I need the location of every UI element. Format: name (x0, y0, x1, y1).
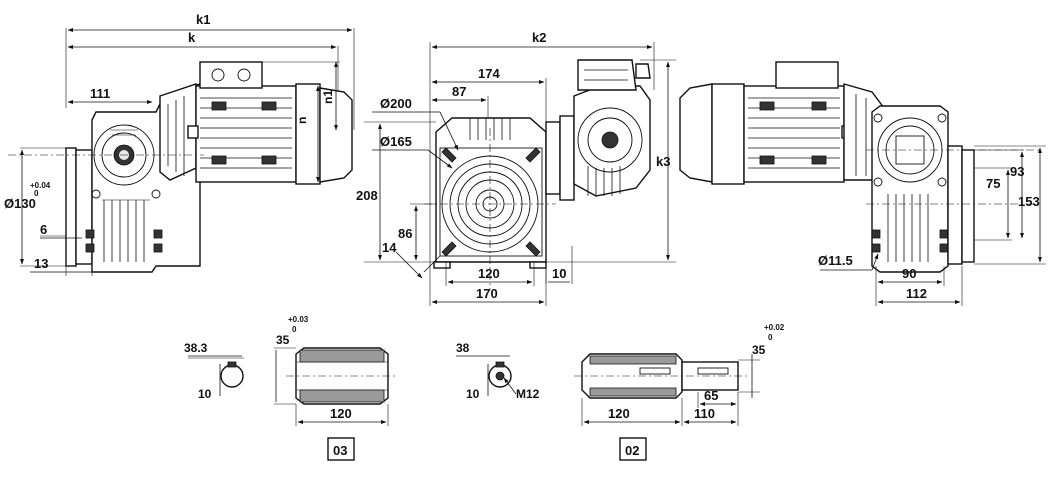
dim-86-label: 86 (398, 226, 412, 241)
dim-m12-label: M12 (516, 387, 540, 401)
input-flange-front (545, 121, 561, 195)
dim-k-label: k (188, 30, 196, 45)
dim-k3-label: k3 (656, 154, 670, 169)
dim-120-shaft03-label: 120 (330, 406, 352, 421)
dim-120-shaft02-label: 120 (608, 406, 630, 421)
front-view: k2 174 87 (356, 30, 676, 306)
dim-dia130-label: Ø130 (4, 196, 36, 211)
dim-111-label: 111 (90, 86, 110, 101)
terminal-box-left (199, 61, 263, 89)
dim-153-label: 153 (1018, 194, 1040, 209)
dim-93-label: 93 (1010, 164, 1024, 179)
dim-n1-label: n1 (321, 90, 335, 104)
dim-dia165-label: Ø165 (380, 134, 412, 149)
output-flange (65, 147, 77, 267)
dim-120-front-label: 120 (478, 266, 500, 281)
shaft-02-tag: 02 (625, 443, 639, 458)
dim-dia130-tol-upper: +0.04 (30, 181, 51, 190)
shaft-02-tag-box (619, 437, 647, 461)
dim-14-label: 14 (382, 240, 397, 255)
terminal-box-right (775, 61, 839, 89)
dim-174-label: 174 (478, 66, 500, 81)
terminal-box-front (577, 59, 637, 91)
dim-65-label: 65 (704, 388, 718, 403)
dim-170-label: 170 (476, 286, 498, 301)
side-view-left: k1 k 111 (4, 12, 355, 276)
dim-35-shaft03-label: 35 (276, 333, 290, 347)
gearbox-housing-right (871, 105, 949, 273)
dim-87-label: 87 (452, 84, 466, 99)
dim-n-label: n (295, 117, 309, 124)
dim-10-front-label: 10 (552, 266, 566, 281)
dim-38-label: 38 (456, 341, 470, 355)
shaft-03-section (220, 364, 244, 388)
dim-90-label: 90 (902, 266, 916, 281)
dim-10-shaft03-label: 10 (198, 387, 212, 401)
dim-35-shaft02-tol-lower: 0 (768, 333, 773, 342)
output-flange-right (961, 149, 975, 263)
fan-cover-right (679, 83, 713, 183)
dim-k1-label: k1 (196, 12, 210, 27)
dim-dia130-tol-lower: 0 (34, 189, 39, 198)
shaft-03-tag-box (327, 437, 355, 461)
dim-10-shaft02-label: 10 (466, 387, 480, 401)
shaft-03-detail: 38.3 10 35 +0.03 0 120 03 (184, 315, 398, 461)
dim-35-shaft03-tol-lower: 0 (292, 325, 297, 334)
dim-35-shaft02-label: 35 (752, 343, 766, 357)
dim-dia11-5-label: Ø11.5 (818, 253, 853, 268)
shaft-03-tag: 03 (333, 443, 347, 458)
dim-13-label: 13 (34, 256, 48, 271)
dim-208-label: 208 (356, 188, 378, 203)
dim-dia200-label: Ø200 (380, 96, 412, 111)
dim-75-label: 75 (986, 176, 1000, 191)
dim-6-label: 6 (40, 222, 47, 237)
side-view-right: 75 93 153 Ø11.5 90 112 (679, 61, 1046, 306)
fan-cover-left (319, 87, 353, 183)
dim-35-shaft02-tol-upper: +0.02 (764, 323, 785, 332)
dim-112-label: 112 (906, 286, 927, 301)
shaft-02-body (581, 353, 683, 399)
dim-35-shaft03-tol-upper: +0.03 (288, 315, 309, 324)
shaft-02-detail: 38 10 M12 35 +0.02 0 65 120 110 0 (456, 323, 785, 461)
dim-k2-label: k2 (532, 30, 546, 45)
dim-110-label: 110 (694, 406, 715, 421)
dim-38-3-label: 38.3 (184, 341, 208, 355)
